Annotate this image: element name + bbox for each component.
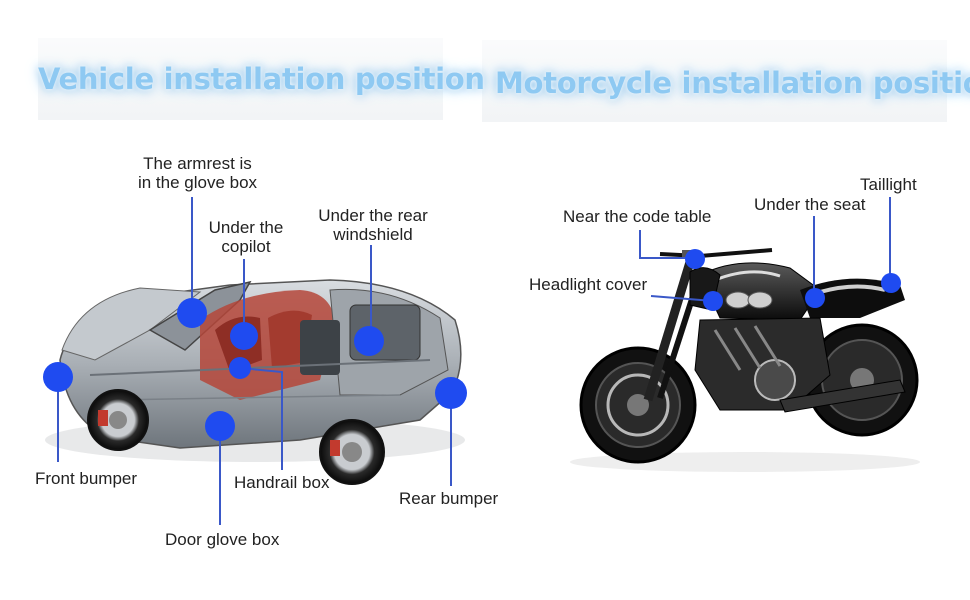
armrest-callout-line1: The armrest is — [143, 154, 252, 173]
seat-marker — [805, 288, 825, 308]
headlight-cover-callout: Headlight cover — [529, 275, 648, 294]
code-table-marker — [685, 249, 705, 269]
rear-windshield-callout-line1: Under the rear — [318, 206, 428, 225]
motorcycle-leader-lines — [639, 197, 891, 302]
rear-bumper-marker — [435, 377, 467, 409]
headlight-cover-marker — [703, 291, 723, 311]
car-illustration — [45, 279, 465, 485]
motorcycle-illustration — [570, 248, 920, 472]
vehicle-panel-title: Vehicle installation position — [38, 62, 485, 96]
copilot-callout-line1: Under the — [208, 218, 284, 237]
rear-windshield-marker — [354, 326, 384, 356]
copilot-marker — [230, 322, 258, 350]
taillight-callout: Taillight — [860, 175, 917, 194]
seat-callout: Under the seat — [754, 195, 866, 214]
copilot-callout-line2: copilot — [221, 237, 271, 256]
armrest-callout: The armrest is in the glove box — [130, 154, 265, 192]
rear-windshield-callout: Under the rear windshield — [310, 206, 436, 244]
copilot-callout: Under the copilot — [200, 218, 292, 256]
motorcycle-panel-title: Motorcycle installation position — [495, 66, 970, 100]
armrest-callout-line2: in the glove box — [137, 173, 258, 192]
handrail-box-callout: Handrail box — [234, 473, 330, 492]
taillight-marker — [881, 273, 901, 293]
motorcycle-title-band — [482, 40, 947, 122]
front-bumper-callout: Front bumper — [35, 469, 138, 488]
rear-bumper-callout: Rear bumper — [399, 489, 499, 508]
vehicle-title-band — [38, 38, 443, 120]
front-bumper-marker — [43, 362, 73, 392]
code-table-callout: Near the code table — [563, 207, 712, 226]
door-glove-box-marker — [205, 411, 235, 441]
armrest-marker — [177, 298, 207, 328]
rear-windshield-callout-line2: windshield — [333, 225, 413, 244]
handrail-box-marker — [229, 357, 251, 379]
door-glove-box-callout: Door glove box — [165, 530, 280, 549]
